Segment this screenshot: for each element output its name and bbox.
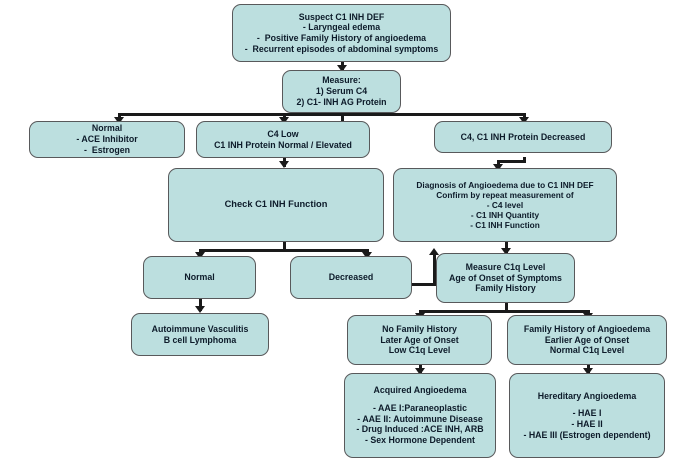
arrowhead-acquired [415, 368, 425, 375]
connector-normal-to-autoimmune [199, 299, 202, 311]
connector-split-bar-c1q [419, 310, 590, 313]
node-no-family-history[interactable]: No Family History Later Age of Onset Low… [347, 315, 492, 365]
node-family-history-line-0: Family History of Angioedema [523, 323, 651, 334]
node-no-family-history-line-2: Low C1q Level [388, 345, 451, 356]
node-fn-normal-line-0: Normal [184, 272, 215, 283]
node-hereditary-line-1: - HAE II [571, 419, 603, 429]
node-measure-c1q-line-1: Age of Onset of Symptoms [449, 272, 562, 283]
connector-check-down [283, 241, 286, 250]
node-measure-c1q[interactable]: Measure C1q Level Age of Onset of Sympto… [436, 253, 575, 303]
node-family-history-line-1: Earlier Age of Onset [544, 334, 630, 345]
node-check-function-line-0: Check C1 INH Function [224, 199, 328, 210]
arrowhead-diagnosis [493, 164, 503, 171]
node-autoimmune[interactable]: Autoimmune Vasculitis B cell Lymphoma [131, 313, 269, 356]
node-normal-ace-line-1: - ACE Inhibitor [76, 134, 138, 145]
node-c4-low-line-1: C1 INH Protein Normal / Elevated [214, 139, 352, 150]
node-diagnosis[interactable]: Diagnosis of Angioedema due to C1 INH DE… [393, 168, 617, 242]
arrowhead-c4-decreased [519, 117, 529, 124]
arrowhead-normal-ace [114, 117, 124, 124]
node-suspect[interactable]: Suspect C1 INH DEF - Laryngeal edema - P… [232, 4, 451, 62]
node-suspect-line-1: - Laryngeal edema [302, 22, 381, 33]
node-acquired-title: Acquired Angioedema [373, 385, 467, 396]
connector-diagnosis-to-c1q [505, 241, 508, 253]
node-diagnosis-line-1: Confirm by repeat measurement of [436, 189, 574, 200]
arrowhead-c4-low [279, 117, 289, 124]
node-diagnosis-line-3: - C1 INH Quantity [470, 210, 540, 221]
node-hereditary-line-0: - HAE I [572, 408, 602, 419]
node-c4-c1inh-decreased[interactable]: C4, C1 INH Protein Decreased [434, 121, 612, 153]
node-diagnosis-line-0: Diagnosis of Angioedema due to C1 INH DE… [416, 179, 594, 190]
node-autoimmune-line-0: Autoimmune Vasculitis [151, 323, 249, 334]
node-fn-decreased[interactable]: Decreased [290, 256, 412, 299]
node-measure-c1q-line-2: Family History [475, 283, 536, 294]
connector-c1q-down [505, 303, 508, 311]
node-acquired-line-0: - AAE I:Paraneoplastic [372, 402, 468, 413]
node-suspect-line-3: - Recurrent episodes of abdominal sympto… [244, 43, 439, 54]
arrowhead-autoimmune [195, 306, 205, 313]
node-normal-ace[interactable]: Normal - ACE Inhibitor - Estrogen [29, 121, 185, 158]
node-normal-ace-line-0: Normal [91, 123, 123, 134]
node-measure-line-0: Measure: [322, 75, 361, 86]
node-suspect-line-2: - Positive Family History of angioedema [256, 33, 427, 43]
connector-decreased-elbow-v [433, 253, 436, 286]
arrowhead-check-function [279, 161, 289, 168]
node-acquired-angioedema[interactable]: Acquired Angioedema - AAE I:Paraneoplast… [344, 373, 496, 458]
node-c4-c1inh-decreased-line-0: C4, C1 INH Protein Decreased [460, 131, 586, 142]
node-acquired-line-3: - Sex Hormone Dependent [365, 435, 475, 446]
node-no-family-history-line-1: Later Age of Onset [380, 334, 459, 345]
arrowhead-fn-decreased [362, 252, 372, 259]
connector-split-bar-top [118, 113, 525, 116]
connector-c4dec-elbow-h [497, 160, 526, 163]
node-acquired-line-2: - Drug Induced :ACE INH, ARB [356, 424, 484, 435]
node-measure-c1q-line-0: Measure C1q Level [465, 261, 546, 272]
node-diagnosis-line-2: - C4 level [486, 199, 524, 210]
node-c4-low-line-0: C4 Low [267, 128, 299, 139]
node-hereditary-angioedema[interactable]: Hereditary Angioedema - HAE I - HAE II -… [509, 373, 665, 458]
node-family-history-line-2: Normal C1q Level [549, 345, 625, 356]
connector-split-bar-function [199, 249, 369, 252]
node-acquired-line-1: - AAE II: Autoimmune Disease [357, 413, 483, 424]
node-c4-low[interactable]: C4 Low C1 INH Protein Normal / Elevated [196, 121, 370, 158]
arrowhead-decreased-up [429, 248, 439, 255]
arrowhead-fn-normal [195, 252, 205, 259]
node-diagnosis-line-4: - C1 INH Function [470, 220, 540, 231]
node-autoimmune-line-1: B cell Lymphoma [163, 334, 237, 345]
arrowhead-measure [337, 65, 347, 72]
node-no-family-history-line-0: No Family History [382, 323, 457, 334]
node-check-function[interactable]: Check C1 INH Function [168, 168, 384, 242]
node-measure-line-2: 2) C1- INH AG Protein [296, 96, 387, 107]
node-family-history[interactable]: Family History of Angioedema Earlier Age… [507, 315, 667, 365]
node-fn-decreased-line-0: Decreased [328, 272, 374, 283]
arrowhead-hereditary [583, 368, 593, 375]
node-measure[interactable]: Measure: 1) Serum C4 2) C1- INH AG Prote… [282, 70, 401, 113]
node-suspect-line-0: Suspect C1 INH DEF [298, 11, 385, 22]
connector-measure-down [341, 112, 344, 121]
node-fn-normal[interactable]: Normal [143, 256, 256, 299]
arrowhead-measure-c1q [501, 248, 511, 255]
node-measure-line-1: 1) Serum C4 [315, 86, 368, 97]
node-normal-ace-line-2: - Estrogen [84, 144, 130, 155]
connector-decreased-elbow-h [412, 283, 436, 286]
node-hereditary-title: Hereditary Angioedema [537, 390, 637, 401]
node-hereditary-line-2: - HAE III (Estrogen dependent) [523, 429, 651, 440]
